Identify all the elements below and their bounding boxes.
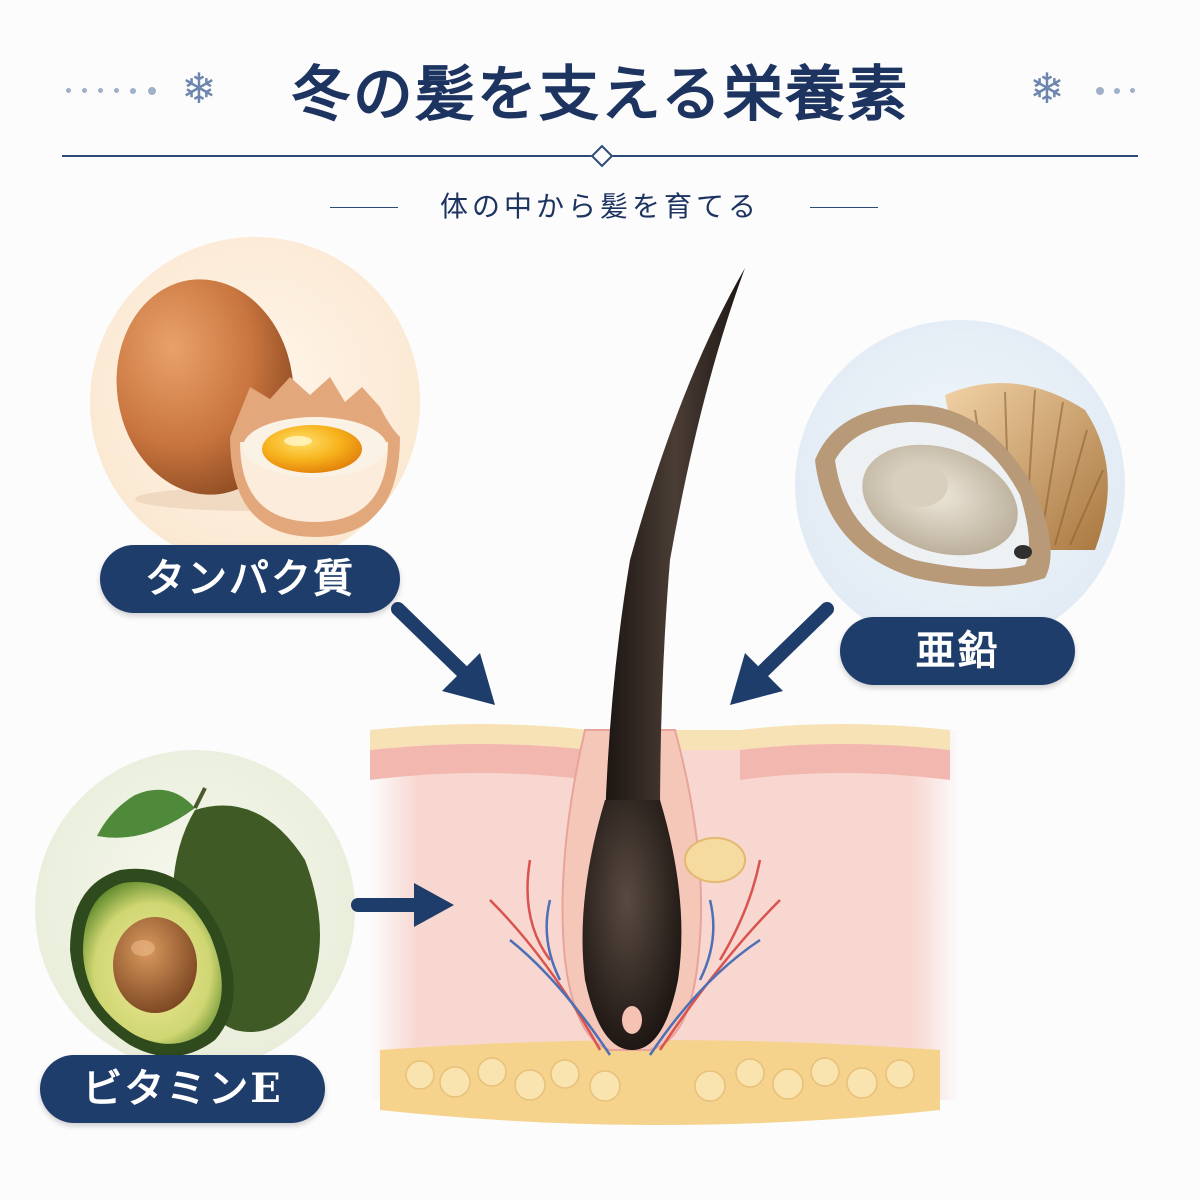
subtitle-rule-right [810,207,878,208]
egg-icon [116,279,400,537]
subtitle-rule-left [330,207,398,208]
egg-circle [90,237,420,567]
page-title: 冬の髪を支える栄養素 [290,60,910,130]
arrow-zinc-icon [730,602,834,705]
label-protein: タンパク質 [100,545,400,613]
avocado-icon [70,787,320,1057]
arrow-protein-icon [391,602,495,705]
left-dots-decoration [66,87,166,95]
avocado-circle [35,750,355,1070]
right-dots-decoration [1036,87,1136,95]
label-vitamin-e: ビタミンE [40,1055,325,1123]
label-zinc: 亜鉛 [840,617,1075,685]
hair-follicle-icon [370,268,960,1125]
snowflake-icon: ❄ [181,64,217,113]
diamond-ornament [590,144,614,168]
page-subtitle: 体の中から髪を育てる [439,190,760,223]
arrow-vitamin-e-icon [351,883,454,927]
oyster-icon [815,383,1108,587]
oyster-circle [795,320,1125,650]
snowflake-icon: ❄ [1029,64,1065,113]
